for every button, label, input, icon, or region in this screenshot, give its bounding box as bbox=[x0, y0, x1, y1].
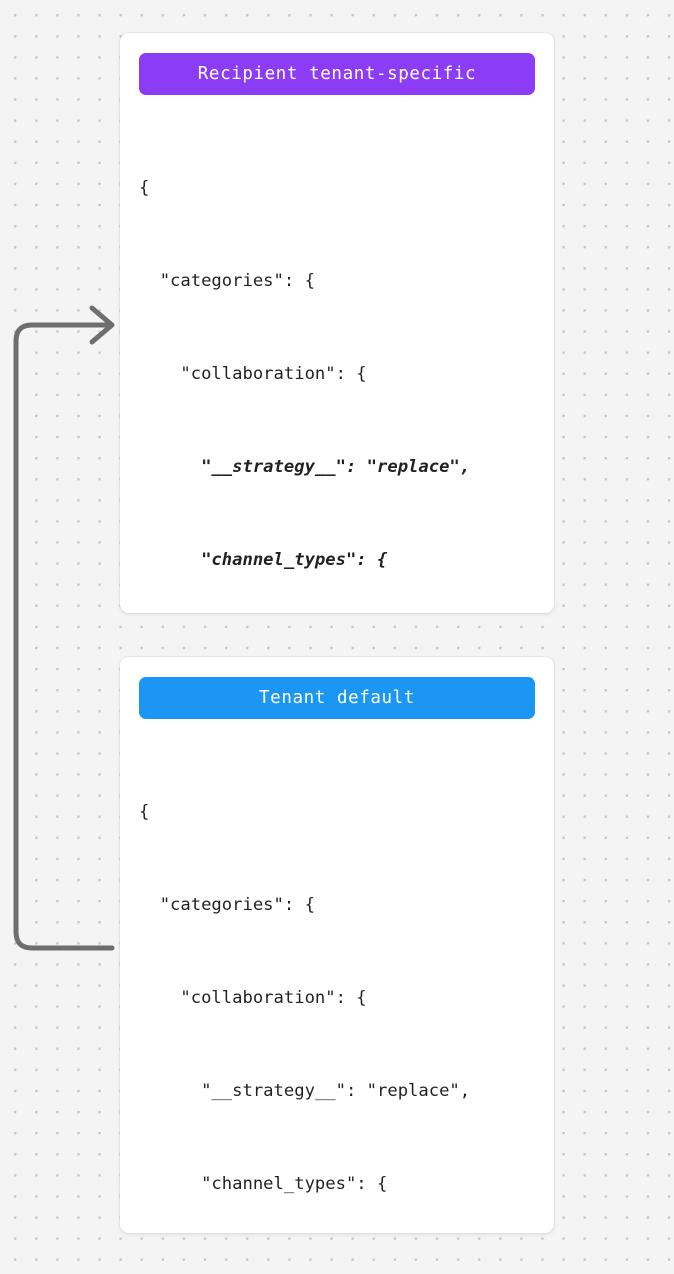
code-line: { bbox=[139, 802, 150, 822]
code-line: "collaboration": { bbox=[139, 988, 367, 1008]
code-line: "collaboration": { bbox=[139, 364, 367, 384]
card-recipient-tenant-specific[interactable]: Recipient tenant-specific { "categories"… bbox=[120, 33, 554, 613]
code-line: "categories": { bbox=[139, 895, 315, 915]
card-header-recipient: Recipient tenant-specific bbox=[139, 53, 535, 95]
card-header-tenant-default: Tenant default bbox=[139, 677, 535, 719]
code-line: "__strategy__": "replace", bbox=[139, 1081, 471, 1101]
code-line: "channel_types": { bbox=[139, 550, 388, 570]
code-line: "__strategy__": "replace", bbox=[139, 457, 471, 477]
code-block-tenant-default: { "categories": { "collaboration": { "__… bbox=[139, 735, 554, 1233]
code-line: "categories": { bbox=[139, 271, 315, 291]
code-line: "channel_types": { bbox=[139, 1174, 388, 1194]
card-tenant-default[interactable]: Tenant default { "categories": { "collab… bbox=[120, 657, 554, 1233]
code-block-recipient: { "categories": { "collaboration": { "__… bbox=[139, 111, 554, 613]
code-line: { bbox=[139, 178, 150, 198]
